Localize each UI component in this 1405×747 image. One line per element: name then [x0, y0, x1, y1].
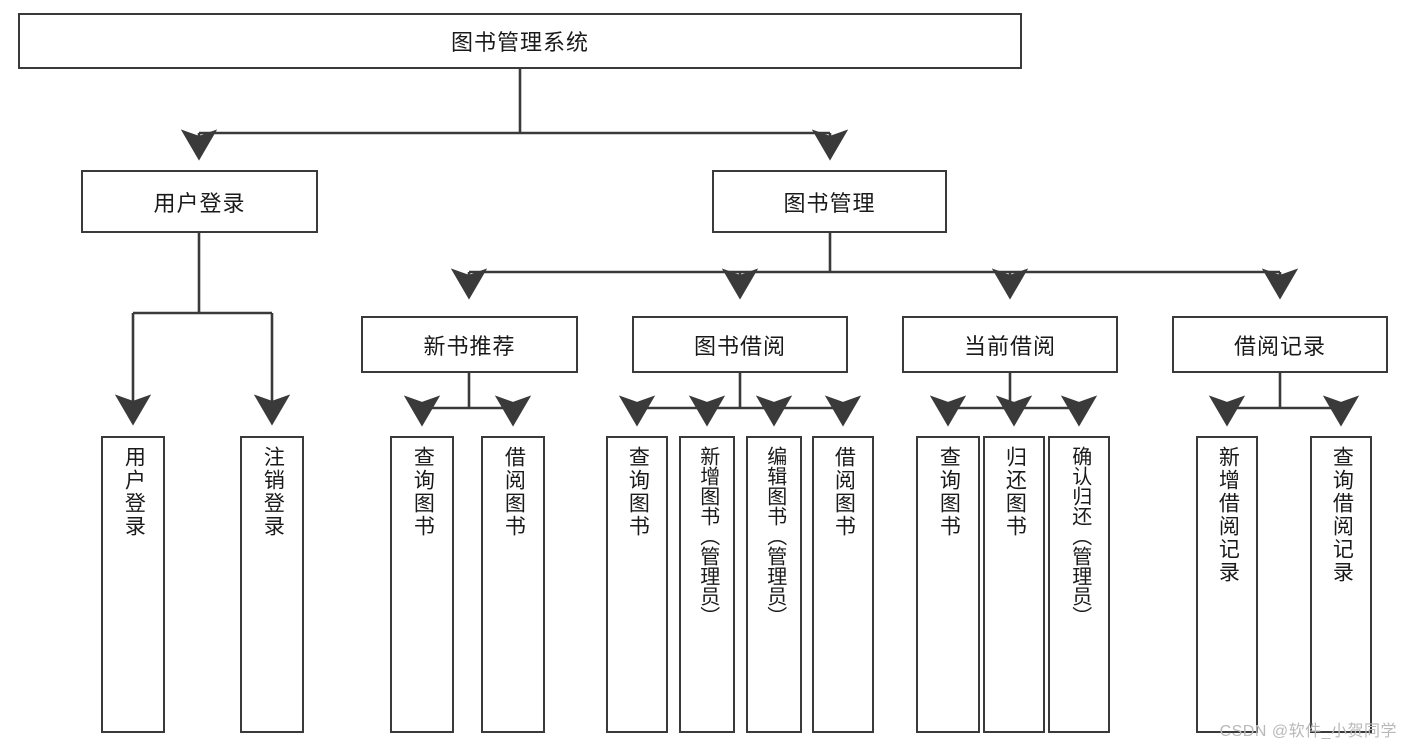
node-label: 查询图书 [411, 446, 435, 538]
node-book-borrow[interactable]: 图书借阅 [632, 316, 848, 373]
node-label: 查询图书 [937, 446, 961, 538]
node-book-manage[interactable]: 图书管理 [712, 170, 947, 233]
node-new-book-rec[interactable]: 新书推荐 [361, 316, 578, 373]
node-label: 借阅图书 [832, 446, 856, 538]
csdn-watermark: CSDN @软件_小贺同学 [1219, 723, 1397, 740]
node-leaf-user-login[interactable]: 用户登录 [101, 436, 165, 733]
node-label: 图书借阅 [693, 333, 786, 359]
node-borrow-record[interactable]: 借阅记录 [1172, 316, 1388, 373]
node-leaf-rec-query-book[interactable]: 查询图书 [390, 436, 454, 733]
node-label: 归还图书 [1003, 446, 1027, 538]
node-label: 新书推荐 [423, 333, 516, 359]
node-label: 图书管理 [783, 190, 876, 216]
node-label: 新增借阅记录 [1216, 446, 1240, 584]
node-leaf-current-query-book[interactable]: 查询图书 [916, 436, 980, 733]
node-label: 查询图书 [626, 446, 650, 538]
node-user-login[interactable]: 用户登录 [81, 170, 318, 233]
node-leaf-edit-book-admin[interactable]: 编辑图书（管理员） [746, 436, 802, 733]
node-label: 借阅记录 [1233, 333, 1326, 359]
node-leaf-add-borrow-record[interactable]: 新增借阅记录 [1196, 436, 1258, 733]
node-label: 查询借阅记录 [1330, 446, 1354, 584]
node-leaf-query-borrow-record[interactable]: 查询借阅记录 [1310, 436, 1372, 733]
node-label: 借阅图书 [502, 446, 526, 538]
node-leaf-borrow-book[interactable]: 借阅图书 [812, 436, 874, 733]
node-label: 图书管理系统 [450, 30, 589, 55]
node-label: 当前借阅 [963, 333, 1056, 359]
node-leaf-rec-borrow-book[interactable]: 借阅图书 [481, 436, 545, 733]
node-root-system[interactable]: 图书管理系统 [18, 13, 1022, 69]
node-leaf-confirm-return-admin[interactable]: 确认归还（管理员） [1048, 436, 1110, 733]
node-label: 编辑图书（管理员） [763, 446, 786, 626]
node-label: 用户登录 [122, 446, 146, 538]
node-label: 新增图书（管理员） [696, 446, 719, 626]
node-leaf-borrow-query-book[interactable]: 查询图书 [606, 436, 668, 733]
node-label: 注销登录 [261, 446, 285, 538]
node-current-borrow[interactable]: 当前借阅 [902, 316, 1118, 373]
node-leaf-user-logout[interactable]: 注销登录 [240, 436, 304, 733]
node-label: 确认归还（管理员） [1068, 446, 1091, 626]
node-leaf-add-book-admin[interactable]: 新增图书（管理员） [679, 436, 735, 733]
node-leaf-return-book[interactable]: 归还图书 [983, 436, 1045, 733]
node-label: 用户登录 [153, 190, 246, 216]
